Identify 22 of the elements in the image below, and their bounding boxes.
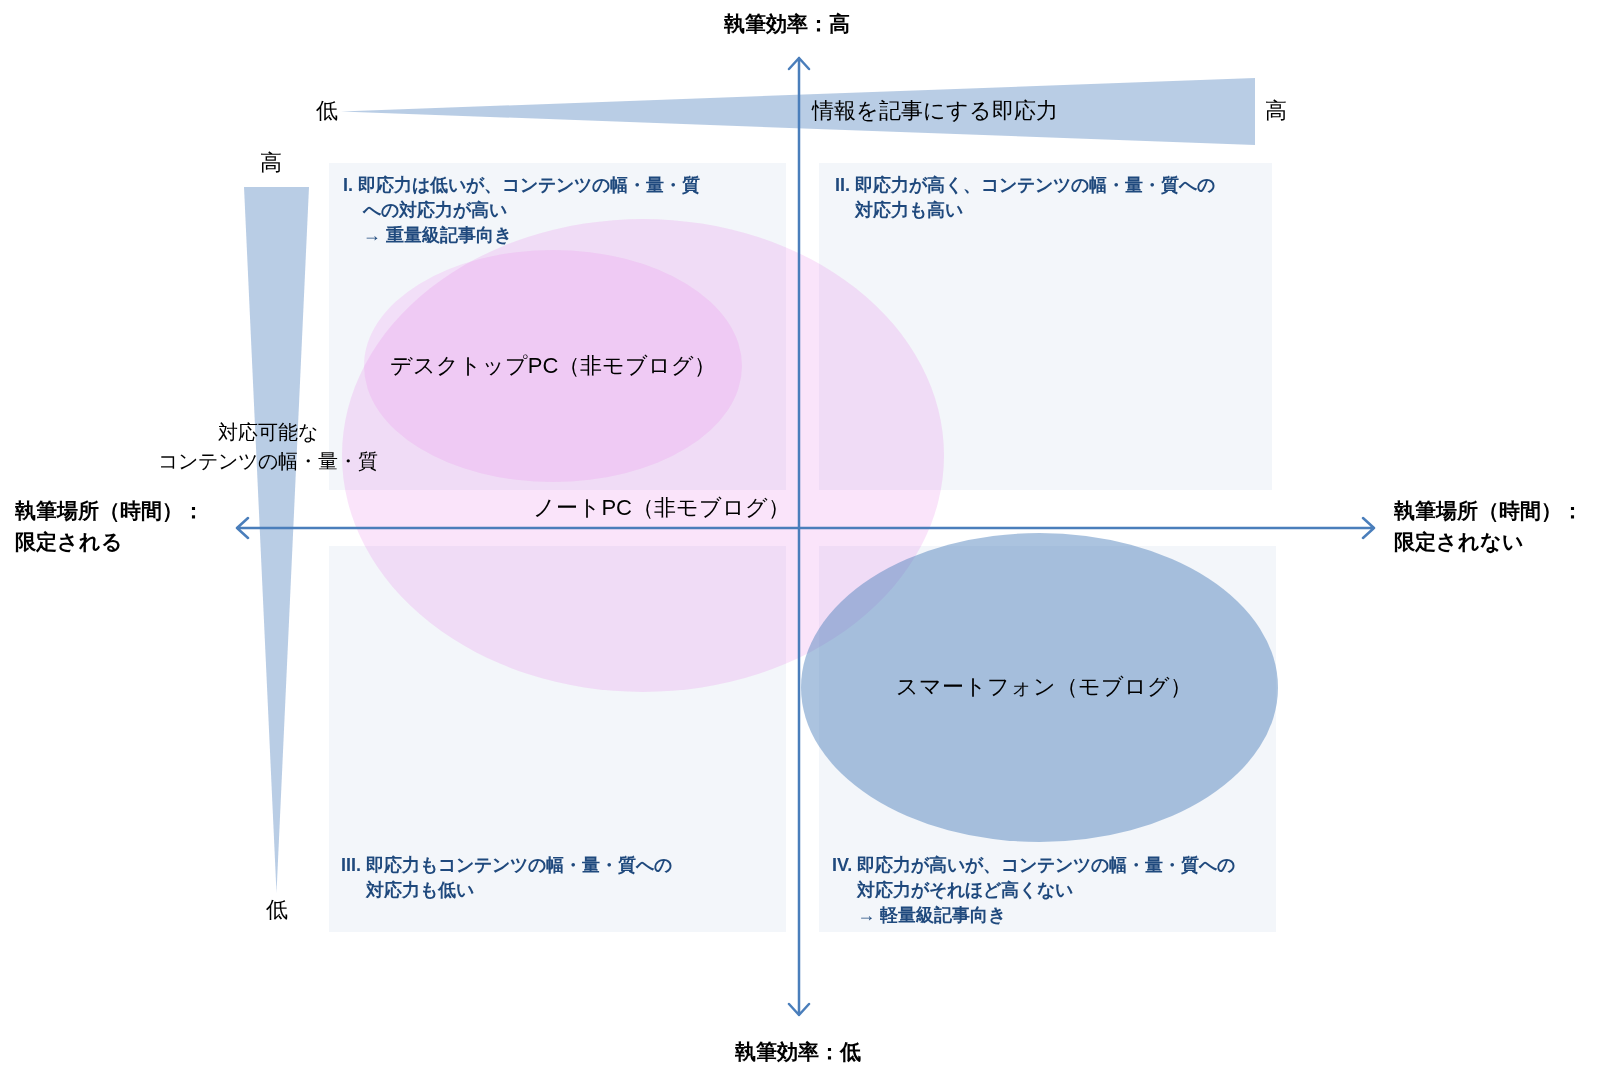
conclusion-text: → 軽量級記事向き bbox=[857, 904, 1007, 927]
quadrant-panel bbox=[329, 546, 786, 932]
scale-end-label: 低 bbox=[266, 897, 288, 923]
axis-label: 執筆場所（時間）：限定される bbox=[15, 498, 205, 555]
axis-label: 執筆効率：高 bbox=[724, 10, 850, 37]
axis-label: 執筆場所（時間）：限定されない bbox=[1394, 498, 1584, 556]
scale-end-label: 高 bbox=[1265, 98, 1287, 124]
ellipse-label: デスクトップPC（非モブログ） bbox=[389, 354, 717, 378]
quadrant-text: IV. 即応力が高いが、コンテンツの幅・量・質への対応力がそれほど高くない bbox=[832, 854, 1237, 902]
scale-end-label: 低 bbox=[316, 98, 338, 124]
scale-end-label: 高 bbox=[260, 150, 282, 176]
conclusion-text: → 重量級記事向き bbox=[362, 224, 512, 247]
quadrant-text: II. 即応力が高く、コンテンツの幅・量・質への対応力も高い bbox=[835, 174, 1216, 222]
quadrant-text: III. 即応力もコンテンツの幅・量・質への対応力も低い bbox=[341, 854, 673, 902]
ellipse-label: スマートフォン（モブログ） bbox=[896, 675, 1192, 699]
ellipse-label: ノートPC（非モブログ） bbox=[533, 496, 790, 520]
axis-label: 執筆効率：低 bbox=[735, 1038, 861, 1065]
bar-label: 情報を記事にする即応力 bbox=[812, 97, 1058, 125]
quadrant-panel bbox=[819, 546, 1276, 932]
quadrant-panel bbox=[819, 163, 1272, 490]
quadrant-text: I. 即応力は低いが、コンテンツの幅・量・質への対応力が高い bbox=[343, 174, 701, 222]
bar-label: 対応可能なコンテンツの幅・量・質 bbox=[157, 420, 379, 474]
